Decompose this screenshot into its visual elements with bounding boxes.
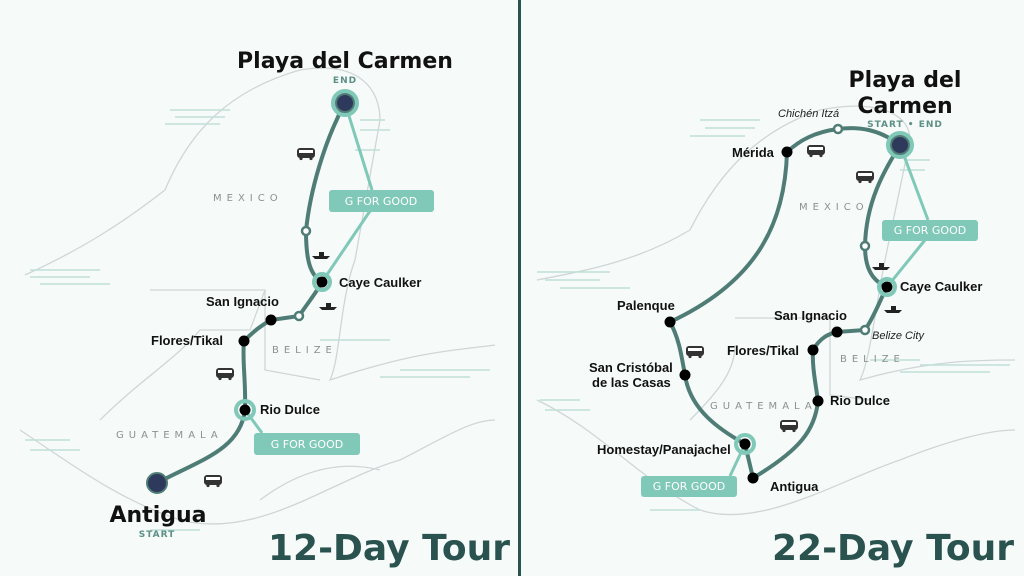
left-map-land bbox=[19, 67, 496, 531]
start-end-node-playa bbox=[890, 135, 910, 155]
tour-title-12: 12-Day Tour bbox=[268, 528, 510, 569]
svg-text:G FOR GOOD: G FOR GOOD bbox=[653, 480, 725, 493]
start-end-tag: START • END bbox=[867, 120, 943, 130]
waypoint bbox=[293, 310, 305, 322]
right-route bbox=[667, 126, 930, 482]
start-city-title: Antigua bbox=[109, 503, 206, 528]
stop-label: Homestay/Panajachel bbox=[597, 442, 731, 457]
right-map-land bbox=[536, 105, 1016, 516]
stop-label: San Ignacio bbox=[206, 294, 279, 309]
stop-label: Caye Caulker bbox=[900, 279, 982, 294]
city-title-line2: Carmen bbox=[857, 94, 952, 119]
stop-label: Flores/Tikal bbox=[727, 343, 799, 358]
svg-text:G FOR GOOD: G FOR GOOD bbox=[271, 438, 343, 451]
country-label: BELIZE bbox=[840, 354, 905, 365]
stop-caye-caulker bbox=[316, 276, 328, 288]
bus-icon bbox=[686, 346, 704, 359]
waypoint bbox=[859, 240, 871, 252]
stop-caye-caulker bbox=[881, 281, 893, 293]
stop-palenque bbox=[664, 316, 676, 328]
stop-label: San Ignacio bbox=[774, 308, 847, 323]
stop-flores bbox=[238, 335, 250, 347]
stop-label: San Cristóbal bbox=[589, 360, 673, 375]
end-city-title: Playa del Carmen bbox=[237, 49, 453, 74]
bus-icon bbox=[780, 420, 798, 433]
stop-homestay bbox=[739, 438, 751, 450]
country-label: MEXICO bbox=[213, 193, 283, 204]
stop-label: Antigua bbox=[770, 479, 819, 494]
country-label: GUATEMALA bbox=[710, 401, 817, 412]
stop-rio-dulce bbox=[239, 404, 251, 416]
country-label: GUATEMALA bbox=[116, 430, 223, 441]
waypoint-label: Belize City bbox=[872, 330, 925, 342]
bus-icon bbox=[216, 368, 234, 381]
stop-label: Rio Dulce bbox=[830, 393, 890, 408]
stop-label: Palenque bbox=[617, 298, 675, 313]
stop-antigua bbox=[747, 472, 759, 484]
waypoint-label: Chichén Itzá bbox=[778, 108, 839, 120]
end-node-playa bbox=[335, 93, 355, 113]
stop-flores bbox=[807, 344, 819, 356]
bus-icon bbox=[856, 171, 874, 184]
boat-icon bbox=[312, 252, 330, 259]
stop-label: de las Casas bbox=[592, 375, 671, 390]
g-for-good-badge: G FOR GOOD bbox=[329, 190, 434, 212]
svg-text:G FOR GOOD: G FOR GOOD bbox=[894, 224, 966, 237]
waypoint-chichen-itza bbox=[832, 123, 844, 135]
tour-title-22: 22-Day Tour bbox=[772, 528, 1014, 569]
waypoint bbox=[300, 225, 312, 237]
svg-text:G FOR GOOD: G FOR GOOD bbox=[345, 195, 417, 208]
stop-merida bbox=[781, 146, 793, 158]
waypoint-belize-city bbox=[859, 324, 871, 336]
stop-label: Rio Dulce bbox=[260, 402, 320, 417]
stop-san-cristobal bbox=[679, 369, 691, 381]
bus-icon bbox=[807, 145, 825, 158]
country-label: BELIZE bbox=[272, 345, 337, 356]
country-label: MEXICO bbox=[799, 202, 869, 213]
g-for-good-badge: G FOR GOOD bbox=[254, 433, 360, 455]
stop-san-ignacio bbox=[831, 326, 843, 338]
boat-icon bbox=[884, 306, 902, 313]
g-for-good-badge: G FOR GOOD bbox=[641, 476, 737, 497]
boat-icon bbox=[319, 303, 337, 310]
stop-rio-dulce bbox=[812, 395, 824, 407]
start-node-antigua bbox=[146, 472, 168, 494]
start-tag: START bbox=[139, 530, 176, 540]
g-for-good-badge: G FOR GOOD bbox=[882, 220, 978, 241]
stop-label: Flores/Tikal bbox=[151, 333, 223, 348]
bus-icon bbox=[297, 148, 315, 161]
city-title-line1: Playa del bbox=[849, 68, 962, 93]
stop-label: Mérida bbox=[732, 145, 775, 160]
bus-icon bbox=[204, 475, 222, 488]
panel-divider bbox=[518, 0, 521, 576]
boat-icon bbox=[872, 263, 890, 270]
stop-label: Caye Caulker bbox=[339, 275, 421, 290]
stop-san-ignacio bbox=[265, 314, 277, 326]
end-tag: END bbox=[333, 76, 357, 86]
